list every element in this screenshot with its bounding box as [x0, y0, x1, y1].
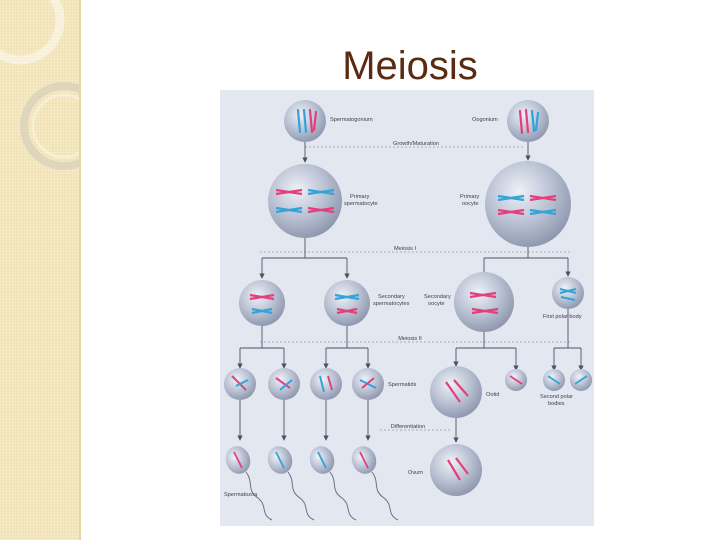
ootid-label: Ootid	[486, 392, 499, 398]
secondary-spermatocytes-label-2: spermatocytes	[373, 301, 410, 307]
secondary-spermatocyte-cell	[239, 280, 285, 326]
spermatid-cell	[224, 368, 256, 400]
ovum-cell	[430, 444, 482, 496]
stage-lines	[260, 146, 572, 431]
meiosis-2-label: Meiosis II	[398, 336, 422, 342]
primary-oocyte-label-2: oocyte	[462, 201, 478, 207]
secondary-spermatocyte-cell	[324, 280, 370, 326]
oogonium-label: Oogonium	[472, 117, 498, 123]
spermatozoon	[351, 446, 399, 521]
oogonium-cell	[507, 100, 549, 142]
polar-body-cell	[505, 369, 527, 391]
sidebar-divider	[79, 0, 81, 540]
decorative-sidebar	[0, 0, 81, 540]
slide-title: Meiosis	[342, 44, 478, 88]
secondary-oocyte-cell	[454, 272, 514, 332]
spermatid-cell	[310, 368, 342, 400]
differentiation-label: Differentiation	[391, 424, 425, 430]
spermatogonium-cell	[284, 100, 326, 142]
first-polar-body-label: First polar body	[543, 314, 582, 320]
second-polar-bodies-label-2: bodies	[548, 401, 565, 407]
secondary-spermatocytes-label-1: Secondary	[378, 294, 405, 300]
spermatozoon	[267, 446, 315, 521]
second-polar-body-cell	[543, 369, 565, 391]
primary-spermatocyte-cell	[268, 164, 342, 238]
primary-spermatocyte-label-1: Primary	[350, 194, 369, 200]
spermatid-cell	[352, 368, 384, 400]
spermatogonium-label: Spermatogonium	[330, 117, 373, 123]
meiosis-figure: Spermatogonium Oogonium Growth/Maturatio…	[220, 90, 594, 526]
secondary-oocyte-label-2: oocyte	[428, 301, 444, 307]
meiosis-diagram: Spermatogonium Oogonium Growth/Maturatio…	[220, 90, 594, 526]
spermatozoa-label: Spermatozoa	[224, 492, 258, 498]
ovum-label: Ovum	[408, 470, 423, 476]
spermatozoon	[225, 446, 273, 521]
ring-ornament-icon	[0, 0, 81, 170]
primary-spermatocyte-label-2: spermatocyte	[344, 201, 378, 207]
connector-arrows	[237, 142, 584, 443]
primary-oocyte-cell	[485, 161, 571, 247]
first-polar-body-cell	[552, 277, 584, 309]
secondary-oocyte-label-1: Secondary	[424, 294, 451, 300]
primary-oocyte-label-1: Primary	[460, 194, 479, 200]
second-polar-bodies-label-1: Second polar	[540, 394, 573, 400]
spermatid-cell	[268, 368, 300, 400]
growth-label: Growth/Maturation	[393, 141, 439, 147]
ootid-cell	[430, 366, 482, 418]
spermatozoon	[309, 446, 357, 521]
spermatids-label: Spermatids	[388, 382, 416, 388]
second-polar-body-cell	[570, 369, 592, 391]
meiosis-1-label: Meiosis I	[394, 246, 417, 252]
